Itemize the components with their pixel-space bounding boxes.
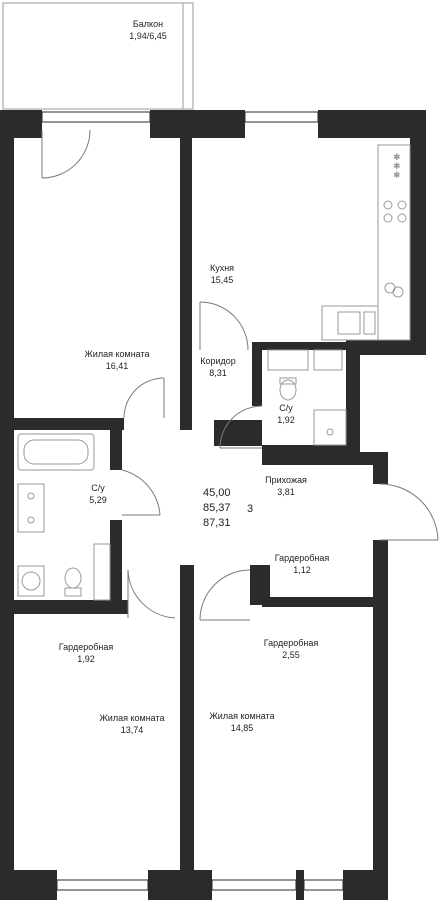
doors	[41, 129, 439, 621]
wc-fixtures	[267, 349, 347, 446]
room-label-closet-1: Гардеробная 1,12	[275, 552, 329, 576]
balcony-outline	[2, 2, 194, 110]
rooms-count: 3	[247, 503, 254, 515]
room-name: Жилая комната	[99, 713, 165, 723]
room-name: С/у	[91, 483, 105, 493]
room-name: Гардеробная	[263, 638, 319, 648]
room-label-hall: Прихожая 3,81	[265, 474, 307, 498]
room-area: 14,85	[230, 723, 254, 733]
room-label-living-2: Жилая комната 13,74	[99, 712, 164, 736]
room-label-closet-2: Гардеробная 1,92	[59, 641, 113, 665]
room-area: 1,92	[77, 654, 95, 664]
kitchen-fixtures: ✱ ✱ ✱	[321, 144, 411, 341]
windows	[41, 111, 344, 891]
exterior-walls	[0, 110, 426, 900]
room-area: 2,55	[282, 650, 300, 660]
room-area: 8,31	[209, 368, 227, 378]
room-area: 1,94/6,45	[129, 31, 167, 41]
living-area: 45,00	[203, 487, 231, 499]
total-area-with-balcony: 87,31	[203, 517, 231, 529]
svg-text:✱: ✱	[393, 170, 401, 180]
room-area: 13,74	[120, 725, 144, 735]
room-name: Балкон	[132, 19, 164, 29]
room-area: 1,12	[293, 565, 311, 575]
room-label-living-1: Жилая комната 16,41	[84, 348, 149, 372]
svg-text:✱: ✱	[393, 152, 401, 162]
room-area: 3,81	[277, 487, 295, 497]
svg-text:✱: ✱	[393, 161, 401, 171]
room-label-wc-small: С/у 1,92	[277, 402, 295, 426]
total-area: 85,37	[203, 502, 231, 514]
room-name: Прихожая	[265, 475, 307, 485]
room-area: 15,45	[210, 275, 234, 285]
room-label-living-3: Жилая комната 14,85	[209, 710, 274, 734]
room-label-kitchen: Кухня 15,45	[210, 262, 234, 286]
room-area: 1,92	[277, 415, 295, 425]
room-name: Кухня	[209, 263, 235, 273]
room-label-balcony: Балкон 1,94/6,45	[129, 18, 167, 42]
room-area: 5,29	[89, 495, 107, 505]
room-name: Гардеробная	[274, 553, 330, 563]
interior-walls	[14, 138, 380, 875]
room-name: Жилая комната	[84, 349, 150, 359]
area-summary: 45,00 85,37 87,31 3	[203, 486, 253, 531]
room-area: 16,41	[105, 361, 129, 371]
room-name: Жилая комната	[209, 711, 275, 721]
room-name: Коридор	[200, 356, 236, 366]
room-label-bath: С/у 5,29	[89, 482, 107, 506]
room-label-closet-3: Гардеробная 2,55	[264, 637, 318, 661]
room-label-corridor: Коридор 8,31	[200, 355, 236, 379]
bathroom-fixtures	[17, 433, 111, 601]
room-name: С/у	[279, 403, 293, 413]
room-name: Гардеробная	[58, 642, 114, 652]
